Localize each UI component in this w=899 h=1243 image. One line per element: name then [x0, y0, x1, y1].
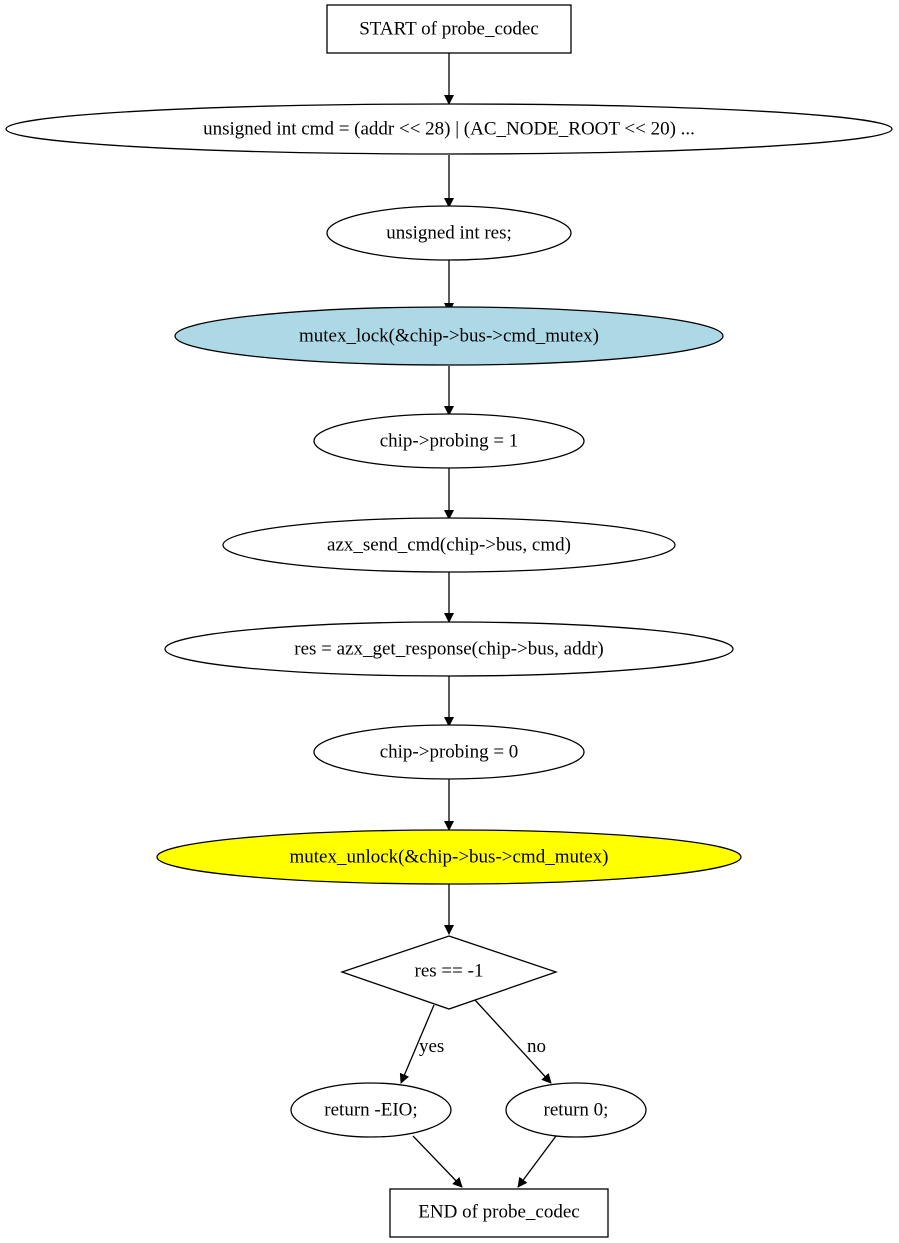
node-send-cmd: azx_send_cmd(chip->bus, cmd)	[222, 517, 676, 573]
start-box	[326, 4, 572, 54]
mutex-unlock-label: mutex_unlock(&chip->bus->cmd_mutex)	[289, 847, 608, 868]
edges	[399, 53, 557, 1188]
node-return-eio: return -EIO;	[290, 1082, 452, 1138]
mutex-lock-ellipse	[174, 306, 724, 366]
node-res-decl: unsigned int res;	[326, 205, 572, 261]
edge-zero-to-end	[517, 1135, 557, 1188]
end-label: END of probe_codec	[418, 1202, 579, 1223]
probing-off-ellipse	[313, 724, 585, 780]
node-mutex-lock: mutex_lock(&chip->bus->cmd_mutex)	[174, 306, 724, 366]
edge-label-yes: yes	[419, 1036, 444, 1057]
node-start: START of probe_codec	[326, 4, 572, 54]
node-decision: res == -1	[339, 935, 559, 1010]
probing-on-label: chip->probing = 1	[380, 431, 519, 452]
node-return-zero: return 0;	[505, 1082, 647, 1138]
node-get-response: res = azx_get_response(chip->bus, addr)	[164, 621, 734, 677]
probing-off-label: chip->probing = 0	[380, 742, 519, 763]
get-response-label: res = azx_get_response(chip->bus, addr)	[294, 639, 604, 660]
end-box	[389, 1188, 609, 1238]
return-zero-label: return 0;	[544, 1100, 609, 1121]
node-mutex-unlock: mutex_unlock(&chip->bus->cmd_mutex)	[156, 829, 742, 885]
res-decl-ellipse	[326, 205, 572, 261]
decision-label: res == -1	[415, 961, 484, 982]
send-cmd-label: azx_send_cmd(chip->bus, cmd)	[327, 535, 571, 556]
edge-decision-yes	[399, 1004, 435, 1084]
cmd-decl-ellipse	[5, 103, 893, 155]
probing-on-ellipse	[313, 413, 585, 469]
decision-diamond	[339, 935, 559, 1010]
node-end: END of probe_codec	[389, 1188, 609, 1238]
edge-eio-to-end	[412, 1135, 463, 1188]
cmd-decl-label: unsigned int cmd = (addr << 28) | (AC_NO…	[203, 119, 695, 140]
node-cmd-decl: unsigned int cmd = (addr << 28) | (AC_NO…	[5, 103, 893, 155]
edge-label-no: no	[527, 1036, 546, 1057]
return-eio-ellipse	[290, 1082, 452, 1138]
res-decl-label: unsigned int res;	[386, 223, 512, 244]
mutex-unlock-ellipse	[156, 829, 742, 885]
return-zero-ellipse	[505, 1082, 647, 1138]
start-label: START of probe_codec	[359, 19, 539, 40]
node-probing-on: chip->probing = 1	[313, 413, 585, 469]
get-response-ellipse	[164, 621, 734, 677]
return-eio-label: return -EIO;	[324, 1100, 417, 1121]
edge-decision-no	[474, 999, 552, 1084]
send-cmd-ellipse	[222, 517, 676, 573]
mutex-lock-label: mutex_lock(&chip->bus->cmd_mutex)	[299, 326, 599, 347]
node-probing-off: chip->probing = 0	[313, 724, 585, 780]
